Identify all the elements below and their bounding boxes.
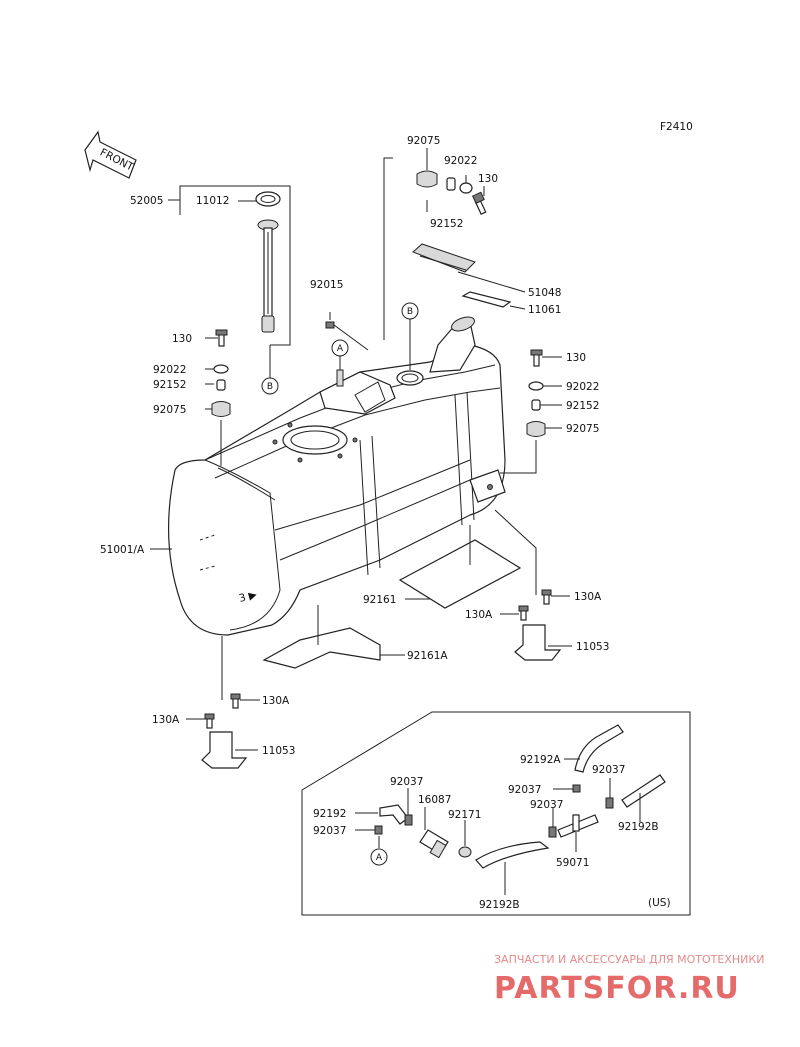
label-92161a: 92161A bbox=[407, 650, 448, 662]
clamp-92037-1 bbox=[605, 797, 614, 809]
hose-92192 bbox=[379, 804, 409, 825]
label-92022-right: 92022 bbox=[566, 381, 599, 393]
washer-92022-left bbox=[213, 364, 229, 374]
right-mount-hardware bbox=[500, 349, 562, 474]
svg-text:3 ▶: 3 ▶ bbox=[238, 588, 259, 605]
collar-92152-left bbox=[216, 379, 226, 391]
clip-92171 bbox=[458, 846, 472, 858]
label-92075-left: 92075 bbox=[153, 404, 186, 416]
label-16087: 16087 bbox=[418, 794, 451, 806]
svg-text:B: B bbox=[407, 307, 413, 317]
watermark-brand: PARTSFOR.RU bbox=[494, 971, 740, 1006]
label-92192b-bottom: 92192B bbox=[479, 899, 520, 911]
label-130a-left-2: 130A bbox=[152, 714, 180, 726]
label-92037-d: 92037 bbox=[530, 799, 563, 811]
label-92152-top: 92152 bbox=[430, 218, 463, 230]
label-92171: 92171 bbox=[448, 809, 481, 821]
label-51048: 51048 bbox=[528, 287, 561, 299]
region-note-us: (US) bbox=[648, 897, 671, 909]
damper-92075-left bbox=[211, 401, 231, 417]
gasket-11061 bbox=[461, 291, 512, 308]
label-92015: 92015 bbox=[310, 279, 343, 291]
fuel-tank-51001: 3 ▶ bbox=[167, 316, 506, 636]
label-11053-right: 11053 bbox=[576, 641, 609, 653]
label-130-left: 130 bbox=[172, 333, 192, 345]
label-92075-right: 92075 bbox=[566, 423, 599, 435]
label-130-top: 130 bbox=[478, 173, 498, 185]
label-92152-right: 92152 bbox=[566, 400, 599, 412]
label-92037-b: 92037 bbox=[508, 784, 541, 796]
washer-92022 bbox=[459, 182, 473, 194]
label-92152-left: 92152 bbox=[153, 379, 186, 391]
label-59071: 59071 bbox=[556, 857, 589, 869]
bolt-92015 bbox=[325, 321, 335, 329]
svg-text:A: A bbox=[376, 853, 383, 863]
label-130a-left-1: 130A bbox=[262, 695, 290, 707]
gauge-opening bbox=[282, 425, 348, 455]
collar-92152-right bbox=[531, 399, 541, 411]
ref-circle-a-top: A bbox=[331, 339, 349, 370]
evap-hose-kit bbox=[301, 711, 691, 916]
label-92075-top: 92075 bbox=[407, 135, 440, 147]
bracket-11053-left bbox=[186, 636, 260, 769]
rubber-damper-92075 bbox=[416, 170, 438, 188]
label-92037-a: 92037 bbox=[390, 776, 423, 788]
filler-ring bbox=[396, 370, 424, 386]
pads bbox=[262, 525, 522, 669]
top-mount-hardware bbox=[416, 148, 487, 215]
label-92161: 92161 bbox=[363, 594, 396, 606]
hose-92192a bbox=[574, 724, 624, 773]
plate-51048 bbox=[412, 243, 476, 273]
label-92022-top: 92022 bbox=[444, 155, 477, 167]
clamp-92037-3 bbox=[548, 826, 557, 838]
label-92192: 92192 bbox=[313, 808, 346, 820]
ref-circle-b-gauge: B bbox=[261, 377, 279, 395]
label-51001-a: 51001/A bbox=[100, 544, 145, 556]
clamp-92037-2 bbox=[572, 784, 581, 793]
label-92022-left: 92022 bbox=[153, 364, 186, 376]
label-130-right: 130 bbox=[566, 352, 586, 364]
left-mount-hardware bbox=[205, 329, 231, 466]
gasket-ring-11012 bbox=[255, 191, 281, 207]
clamp-92037-4 bbox=[404, 814, 413, 826]
label-92192a: 92192A bbox=[520, 754, 561, 766]
ref-circle-b-tank: B bbox=[401, 302, 419, 370]
bracket-11053-right bbox=[494, 509, 572, 661]
label-11061: 11061 bbox=[528, 304, 561, 316]
label-11053-left: 11053 bbox=[262, 745, 295, 757]
pad-92161a bbox=[262, 627, 381, 669]
fuel-gauge-assembly bbox=[168, 185, 291, 378]
ref-circle-a-hose: A bbox=[370, 848, 388, 866]
hose-92192b-right bbox=[621, 774, 666, 808]
figure-code: F2410 bbox=[660, 121, 693, 133]
damper-92075-right bbox=[526, 421, 546, 437]
front-direction-arrow: FRONT bbox=[84, 130, 137, 179]
label-11012: 11012 bbox=[196, 195, 229, 207]
pad-92161 bbox=[398, 539, 522, 609]
clamp-92037-5 bbox=[374, 825, 383, 835]
label-130a-right-1: 130A bbox=[574, 591, 602, 603]
tank-cover-plates bbox=[412, 243, 526, 310]
svg-text:B: B bbox=[267, 382, 273, 392]
watermark-tagline: ЗАПЧАСТИ И АКСЕССУАРЫ ДЛЯ МОТОТЕХНИКИ bbox=[494, 953, 764, 966]
label-92037-c: 92037 bbox=[592, 764, 625, 776]
label-130a-right-2: 130A bbox=[465, 609, 493, 621]
collar-92152 bbox=[446, 177, 456, 191]
washer-92022-right bbox=[528, 381, 544, 391]
watermark: ЗАПЧАСТИ И АКСЕССУАРЫ ДЛЯ МОТОТЕХНИКИ PA… bbox=[494, 953, 764, 1006]
label-52005: 52005 bbox=[130, 195, 163, 207]
hose-92192b-bottom bbox=[475, 841, 550, 869]
svg-text:A: A bbox=[337, 344, 344, 354]
label-92037-e: 92037 bbox=[313, 825, 346, 837]
label-92192b-right: 92192B bbox=[618, 821, 659, 833]
